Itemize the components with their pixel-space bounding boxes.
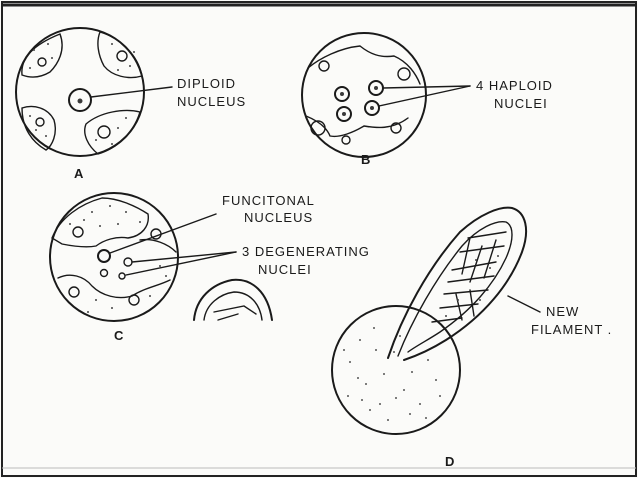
degenerating-nucleus (123, 257, 133, 267)
cell-a-patch (21, 33, 63, 78)
diploid-pointer (90, 86, 173, 98)
cell-a-patch (21, 105, 56, 151)
filament-pointer (507, 295, 541, 313)
new-filament-outer (387, 206, 528, 361)
haploid-nucleus (334, 86, 350, 102)
cell-b-wall (301, 32, 427, 158)
haploid-label-line1: 4 HAPLOID (476, 78, 553, 93)
panel-label-d: D (445, 454, 454, 469)
cell-b (301, 32, 471, 158)
functional-pointer (109, 213, 217, 254)
haploid-nucleus (336, 106, 352, 122)
fragment-inner (203, 291, 263, 321)
cell-c-membrane (139, 238, 177, 253)
filament-label-line2: FILAMENT . (531, 322, 612, 337)
degenerating-pointer (131, 251, 237, 263)
degenerating-label-line1: 3 DEGENERATING (242, 244, 370, 259)
diploid-nucleus (68, 88, 92, 112)
cell-d (331, 206, 541, 435)
degenerating-nucleus (99, 268, 109, 278)
haploid-pointer (382, 85, 471, 89)
degenerating-nucleus (118, 272, 126, 280)
cell-c-membrane (57, 274, 171, 299)
cell-c (49, 192, 237, 322)
cell-c-patch (51, 197, 149, 248)
functional-label-line1: FUNCITONAL (222, 193, 315, 208)
functional-nucleus (97, 249, 111, 263)
panel-label-a: A (74, 166, 84, 181)
degenerating-pointer (125, 251, 237, 276)
diploid-label-line2: NUCLEUS (177, 94, 246, 109)
cell-c-wall (49, 192, 179, 322)
haploid-pointer (378, 85, 471, 107)
new-filament-inner (397, 221, 513, 357)
cell-a-patch (97, 31, 143, 79)
diploid-label-line1: DIPLOID (177, 76, 236, 91)
cell-b-membrane (307, 45, 421, 85)
cell-b-membrane (305, 115, 409, 138)
sporangium-fragment (193, 278, 273, 321)
zygospore (331, 305, 461, 435)
panel-label-b: B (361, 152, 370, 167)
degenerating-label-line2: NUCLEI (258, 262, 312, 277)
cell-a-patch (84, 109, 141, 155)
filament-label-line1: NEW (546, 304, 579, 319)
haploid-label-line2: NUCLEI (494, 96, 548, 111)
functional-label-line2: NUCLEUS (244, 210, 313, 225)
cell-a (15, 27, 173, 157)
haploid-nucleus (364, 100, 380, 116)
panel-label-c: C (114, 328, 124, 343)
cell-a-wall (15, 27, 145, 157)
fragment-outer (193, 278, 273, 321)
